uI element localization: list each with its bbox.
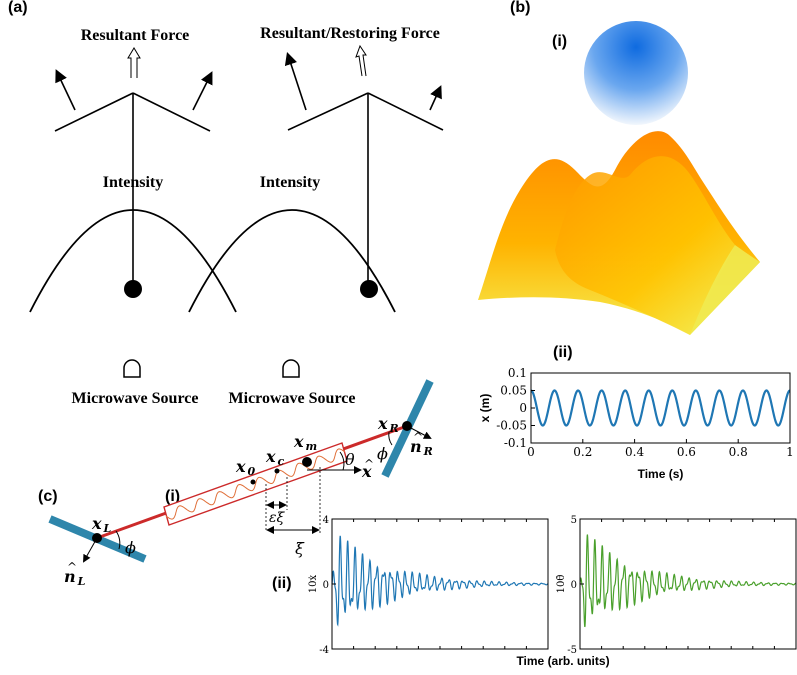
normal-left-arrow-icon: [83, 537, 98, 563]
decay-plot-frame: [579, 518, 797, 650]
x-tick-label: 0.4: [625, 445, 644, 459]
y-tick-label: 0.1: [508, 366, 527, 380]
y-axis-label: 10θ̇: [556, 575, 567, 594]
y-axis-label: 10ẋ: [308, 574, 319, 593]
x-tick-label: 0.8: [729, 445, 748, 459]
panel-label-c-i: (i): [165, 488, 180, 505]
intensity-profile-right: [188, 209, 396, 313]
decay-series: [579, 534, 797, 628]
shared-x-axis-label: Time (arb. units): [516, 654, 609, 668]
right-resultant-arrow-icon: [355, 44, 367, 77]
dimension-arrows: [266, 501, 320, 534]
panel-label-b: (b): [510, 0, 530, 16]
microwave-source-right-label: Microwave Source: [229, 390, 356, 407]
right-pendulum: [284, 51, 444, 284]
panel-label-a: (a): [8, 0, 28, 16]
intensity-profile-left: [29, 209, 237, 313]
y-axis-label: x (m): [478, 394, 492, 423]
point-xc: [274, 468, 280, 474]
left-pendulum-bob: [124, 280, 142, 298]
y-tick-label: 5: [571, 515, 577, 526]
levitated-sphere: [584, 21, 688, 125]
velocity-decay-chart: 4 0 -4 10ẋ: [308, 515, 549, 656]
microwave-source-right-icon: [282, 359, 300, 378]
label-theta: θ: [345, 450, 355, 469]
angle-phi-left: [115, 530, 121, 550]
intensity-surface: [478, 131, 760, 335]
decay-series: [331, 535, 549, 627]
microwave-source-left-icon: [123, 359, 141, 378]
panel-label-c: (c): [38, 488, 58, 505]
left-resultant-arrow-icon: [127, 47, 141, 78]
x-axis-label: Time (s): [638, 467, 684, 481]
label-eps-xi: εξ: [269, 510, 286, 526]
microwave-source-left-label: Microwave Source: [72, 390, 199, 407]
right-force-title: Resultant/Restoring Force: [260, 25, 440, 42]
panel-label-b-ii: (ii): [553, 344, 573, 361]
y-tick-label: 0: [323, 580, 329, 591]
y-tick-label: -4: [319, 645, 329, 656]
point-xm: [302, 457, 312, 467]
angular-velocity-decay-chart: 5 0 -5 10θ̇: [556, 515, 797, 656]
y-tick-label: -5: [567, 645, 577, 656]
x-tick-label: 1: [786, 445, 794, 459]
displacement-series: [530, 389, 791, 427]
y-tick-label: -0.1: [504, 436, 527, 450]
left-force-title: Resultant Force: [81, 27, 190, 44]
label-x-hat: x: [361, 462, 372, 481]
normal-right-arrow-icon: [406, 425, 432, 439]
y-tick-label: -0.05: [496, 419, 527, 433]
x-tick-label: 0: [527, 445, 535, 459]
panel-label-c-ii: (ii): [272, 575, 292, 592]
hat-nL: ^: [67, 560, 77, 574]
y-tick-label: 0: [571, 580, 577, 591]
y-tick-label: 4: [323, 515, 329, 526]
label-xi: ξ: [295, 539, 305, 558]
hat-nR: ^: [413, 430, 423, 444]
angle-phi-right: [388, 431, 393, 446]
panel-label-b-i: (i): [552, 33, 567, 50]
intensity-right-label: Intensity: [260, 174, 320, 191]
right-pendulum-bob: [360, 280, 378, 298]
x-tick-label: 0.6: [677, 445, 696, 459]
y-tick-label: 0: [519, 401, 527, 415]
displacement-plot-frame: [530, 372, 791, 444]
label-phi-right: ϕ: [377, 444, 388, 463]
left-pendulum: [54, 69, 213, 285]
sail-spring: [165, 448, 346, 520]
intensity-left-label: Intensity: [103, 174, 163, 191]
x-tick-label: 0.2: [573, 445, 592, 459]
label-phi-left: ϕ: [125, 538, 136, 557]
point-x0: [250, 479, 256, 485]
angle-theta: [339, 451, 345, 471]
y-tick-label: 0.05: [500, 384, 527, 398]
hat-x: ^: [364, 457, 374, 471]
